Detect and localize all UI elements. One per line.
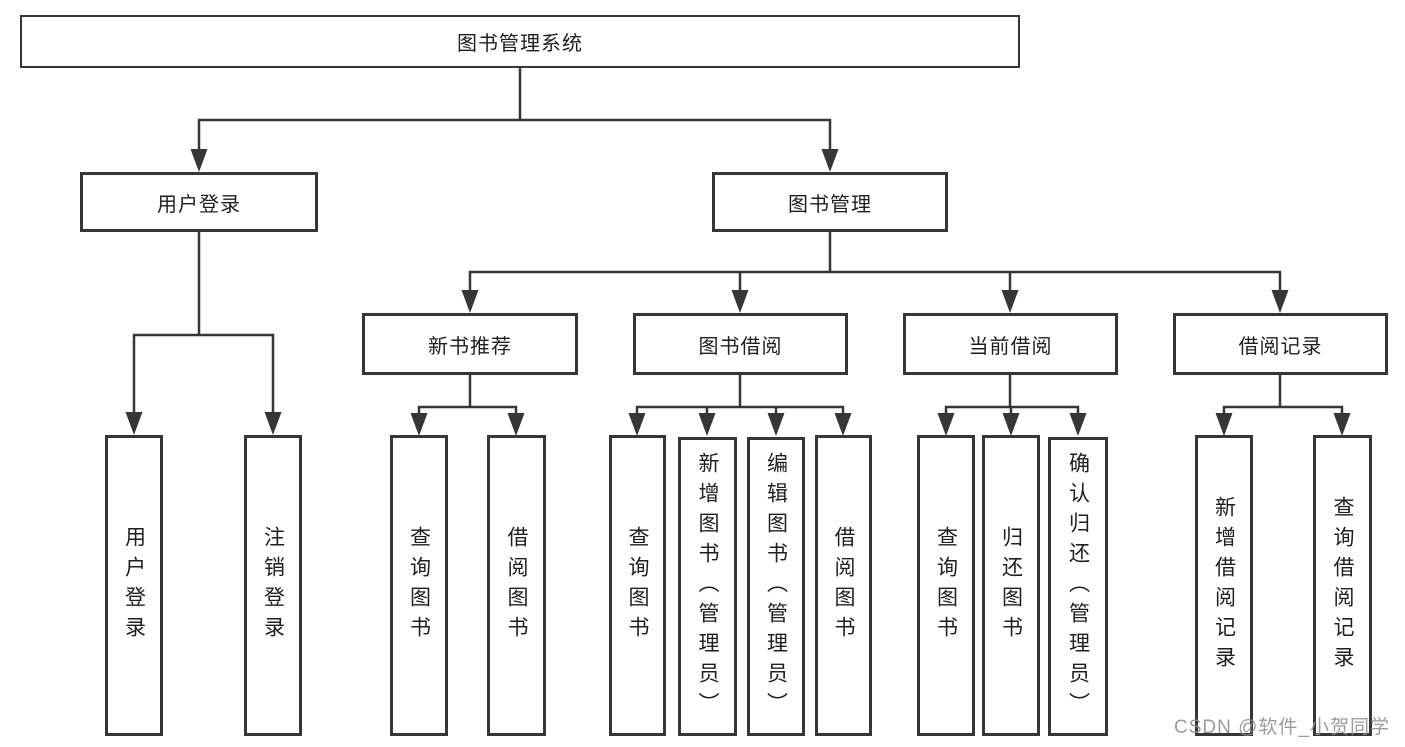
leaf-logout-label: 注销登录 xyxy=(261,525,285,646)
leaf-logout: 注销登录 xyxy=(244,435,302,736)
leaf-query-books-borrowing-label: 查询图书 xyxy=(626,525,649,646)
leaf-query-books-recommend: 查询图书 xyxy=(390,435,448,736)
leaf-return-book: 归还图书 xyxy=(982,435,1040,736)
csdn-watermark: CSDN @软件_小贺同学 xyxy=(1174,717,1390,738)
leaf-confirm-return-admin-label: 确认归还（管理员） xyxy=(1066,451,1090,722)
node-root-label: 图书管理系统 xyxy=(457,33,583,55)
node-current-borrowing: 当前借阅 xyxy=(903,313,1118,375)
leaf-add-borrow-record-label: 新增借阅记录 xyxy=(1212,495,1236,676)
leaf-add-borrow-record: 新增借阅记录 xyxy=(1195,435,1253,736)
leaf-query-books-current: 查询图书 xyxy=(917,435,975,736)
connector-segments xyxy=(132,68,1344,415)
node-current-borrowing-label: 当前借阅 xyxy=(968,335,1053,358)
leaf-confirm-return-admin: 确认归还（管理员） xyxy=(1048,437,1108,736)
leaf-borrow-books-borrowing: 借阅图书 xyxy=(815,435,872,736)
node-user-login: 用户登录 xyxy=(80,172,318,232)
node-book-management-label: 图书管理 xyxy=(788,193,872,216)
node-root: 图书管理系统 xyxy=(20,15,1020,68)
leaf-query-borrow-record: 查询借阅记录 xyxy=(1313,435,1372,736)
node-book-borrowing: 图书借阅 xyxy=(633,313,848,375)
leaf-query-books-recommend-label: 查询图书 xyxy=(407,525,431,646)
node-new-book-recommend-label: 新书推荐 xyxy=(428,335,512,358)
leaf-query-books-borrowing: 查询图书 xyxy=(609,435,666,736)
leaf-add-book-admin-label: 新增图书（管理员） xyxy=(696,451,719,722)
leaf-borrow-books-borrowing-label: 借阅图书 xyxy=(832,525,855,646)
leaf-user-login-label: 用户登录 xyxy=(122,525,146,646)
leaf-query-borrow-record-label: 查询借阅记录 xyxy=(1331,495,1354,676)
leaf-add-book-admin: 新增图书（管理员） xyxy=(678,437,737,736)
node-borrowing-records-label: 借阅记录 xyxy=(1238,335,1323,358)
leaf-query-books-current-label: 查询图书 xyxy=(934,525,958,646)
node-new-book-recommend: 新书推荐 xyxy=(362,313,578,375)
connector-arrowheads xyxy=(125,149,1351,436)
leaf-borrow-books-recommend: 借阅图书 xyxy=(487,435,546,736)
leaf-edit-book-admin: 编辑图书（管理员） xyxy=(747,437,805,736)
node-book-management: 图书管理 xyxy=(712,172,948,232)
node-user-login-label: 用户登录 xyxy=(157,193,241,216)
node-borrowing-records: 借阅记录 xyxy=(1173,313,1388,375)
leaf-user-login: 用户登录 xyxy=(105,435,163,736)
leaf-edit-book-admin-label: 编辑图书（管理员） xyxy=(764,451,788,722)
leaf-return-book-label: 归还图书 xyxy=(999,525,1023,646)
leaf-borrow-books-recommend-label: 借阅图书 xyxy=(505,525,528,646)
node-book-borrowing-label: 图书借阅 xyxy=(698,335,783,358)
